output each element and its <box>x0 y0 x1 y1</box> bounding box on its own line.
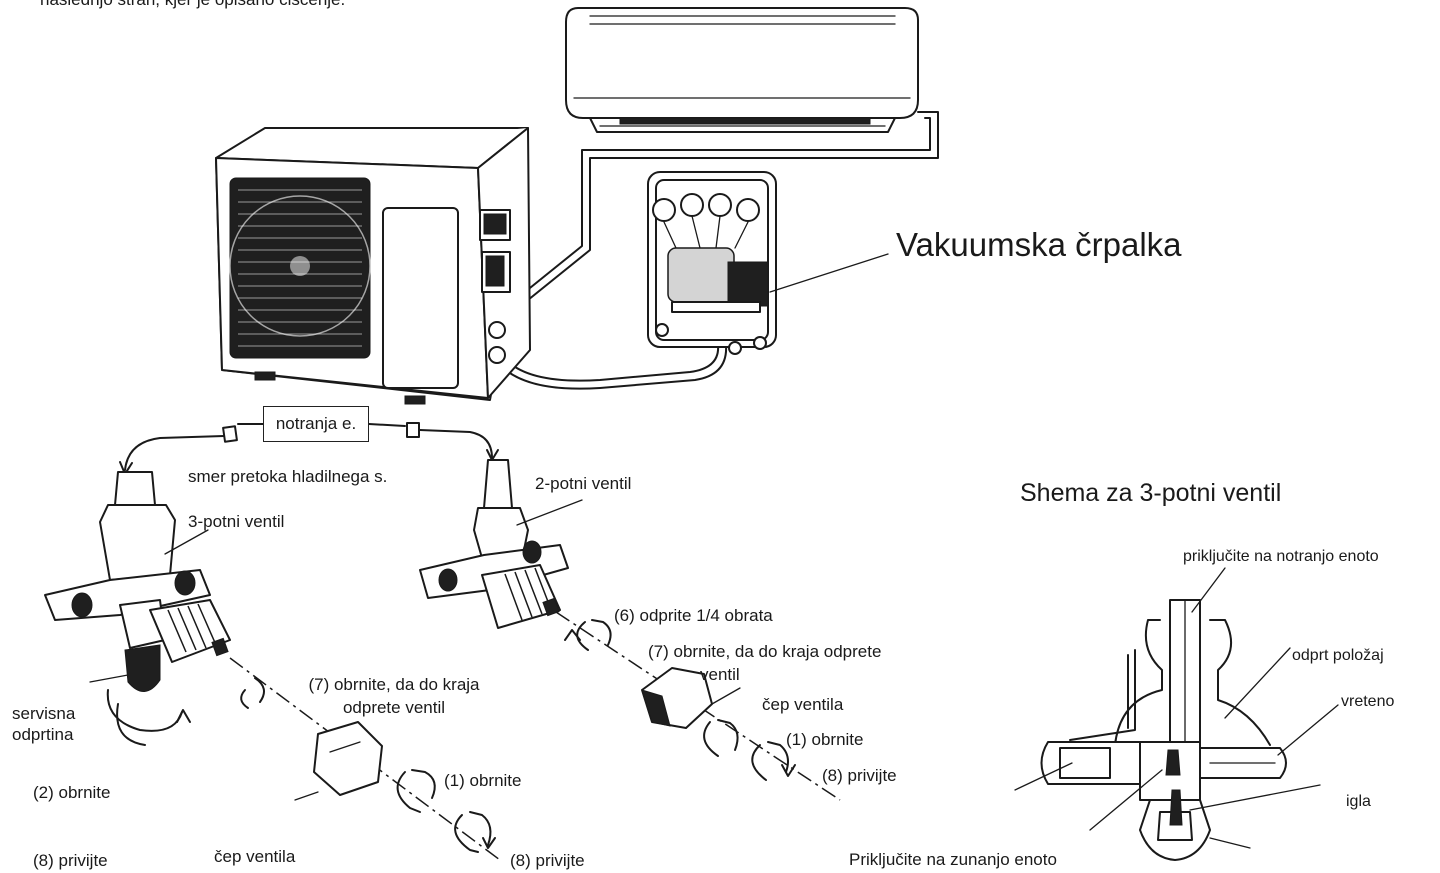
indoor-unit-box: notranja e. <box>263 406 369 442</box>
right-lower-rings <box>703 719 796 781</box>
two-way-valve-illustration <box>419 459 569 629</box>
two-way-valve-leader <box>516 499 583 526</box>
schema-open-position-label: odprt položaj <box>1292 647 1384 664</box>
step7-open-label-line2: odprete ventil <box>342 698 446 717</box>
two-way-valve-label: 2-potni ventil <box>535 474 632 493</box>
service-port-leader <box>89 674 129 683</box>
step8-tighten-mid-label: (8) privijte <box>510 851 585 870</box>
three-way-valve-leader <box>164 529 209 555</box>
step7-open-right-label-line1: (7) obrnite, da do kraja odprete <box>648 642 882 661</box>
right-rings <box>564 619 612 651</box>
three-way-valve-schematic <box>1040 599 1287 861</box>
schematic-leaders <box>1014 567 1339 849</box>
three-way-valve-label: 3-potni ventil <box>188 512 285 531</box>
flow-path <box>119 422 499 475</box>
refrigerant-flow-label: smer pretoka hladilnega s. <box>188 467 388 486</box>
valve-cap-left-label: čep ventila <box>214 847 296 866</box>
schema-title: Shema za 3-potni ventil <box>1020 479 1282 507</box>
three-way-valve-illustration <box>44 471 231 746</box>
schema-needle-label: igla <box>1346 793 1371 810</box>
vacuum-pump-illustration <box>647 171 777 355</box>
service-port-label-line2: odprtina <box>12 725 74 744</box>
vacuum-pump-label: Vakuumska črpalka <box>896 226 1182 263</box>
step6-quarter-turn-label: (6) odprite 1/4 obrata <box>614 606 773 625</box>
left-valve-cap-illustration <box>294 721 383 801</box>
service-port-label-line1: servisna <box>12 704 76 723</box>
step1-turn-mid-label: (1) obrnite <box>444 771 522 790</box>
step1-turn-right-label: (1) obrnite <box>786 730 864 749</box>
valve-cap-right-label: čep ventila <box>762 695 844 714</box>
vacuum-pump-leader <box>769 253 889 293</box>
left-rings <box>240 677 265 709</box>
step7-open-label-line1: (7) obrnite, da do kraja <box>308 675 480 694</box>
step2-turn-label: (2) obrnite <box>33 783 111 802</box>
right-valve-cap-illustration <box>641 667 741 729</box>
schema-connect-outdoor-label: Priključite na zunanjo enoto <box>849 850 1057 869</box>
step7-open-right-label-line2: ventil <box>700 665 740 684</box>
step8-tighten-right-label: (8) privijte <box>822 766 897 785</box>
step8-tighten-left-label: (8) privijte <box>33 851 108 870</box>
schema-spindle-label: vreteno <box>1341 693 1395 710</box>
outdoor-unit-illustration <box>215 127 531 405</box>
header-text: naslednjo stran, kjer je opisano čiščenj… <box>40 0 345 10</box>
left-lower-rings <box>396 769 496 853</box>
schema-connect-indoor-label: priključite na notranjo enoto <box>1183 548 1379 565</box>
indoor-unit-illustration <box>565 7 919 133</box>
